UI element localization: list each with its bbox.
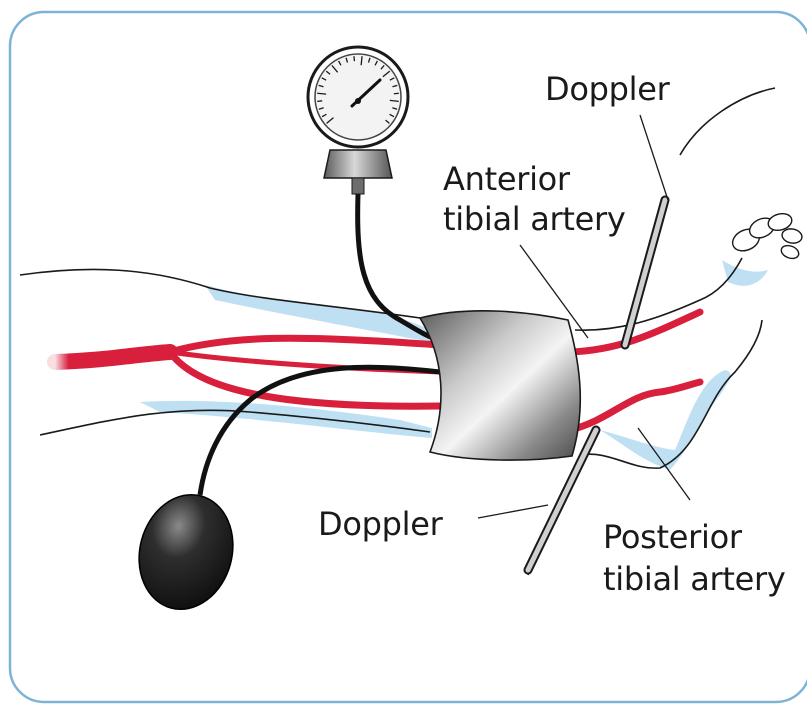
gauge-tick bbox=[317, 93, 326, 94]
foot-dorsum-outline bbox=[680, 88, 775, 155]
doppler-probe-top bbox=[625, 115, 668, 345]
gauge-tick bbox=[361, 56, 362, 65]
label-anterior-line1: Anterior bbox=[443, 160, 570, 198]
ankle-shading bbox=[600, 370, 730, 470]
blood-pressure-cuff bbox=[420, 311, 580, 460]
leader-doppler-bottom bbox=[478, 505, 548, 518]
sphygmomanometer-gauge-icon bbox=[308, 47, 408, 194]
shin-outline bbox=[575, 258, 742, 330]
label-doppler-top: Doppler bbox=[545, 70, 669, 108]
label-anterior-line2: tibial artery bbox=[443, 200, 626, 238]
label-doppler-bottom: Doppler bbox=[318, 505, 442, 543]
inflation-bulb bbox=[127, 484, 246, 620]
posterior-branch-proximal bbox=[170, 352, 440, 406]
label-posterior-line2: tibial artery bbox=[603, 560, 786, 598]
toes bbox=[729, 211, 803, 261]
foot-shading bbox=[722, 260, 768, 286]
label-posterior-line1: Posterior bbox=[603, 518, 742, 556]
posterior-tibial-artery bbox=[570, 382, 700, 430]
gauge-tick bbox=[317, 101, 322, 102]
calf-outline bbox=[580, 320, 762, 468]
anterior-branch-proximal bbox=[170, 338, 440, 352]
main-artery bbox=[55, 352, 170, 362]
